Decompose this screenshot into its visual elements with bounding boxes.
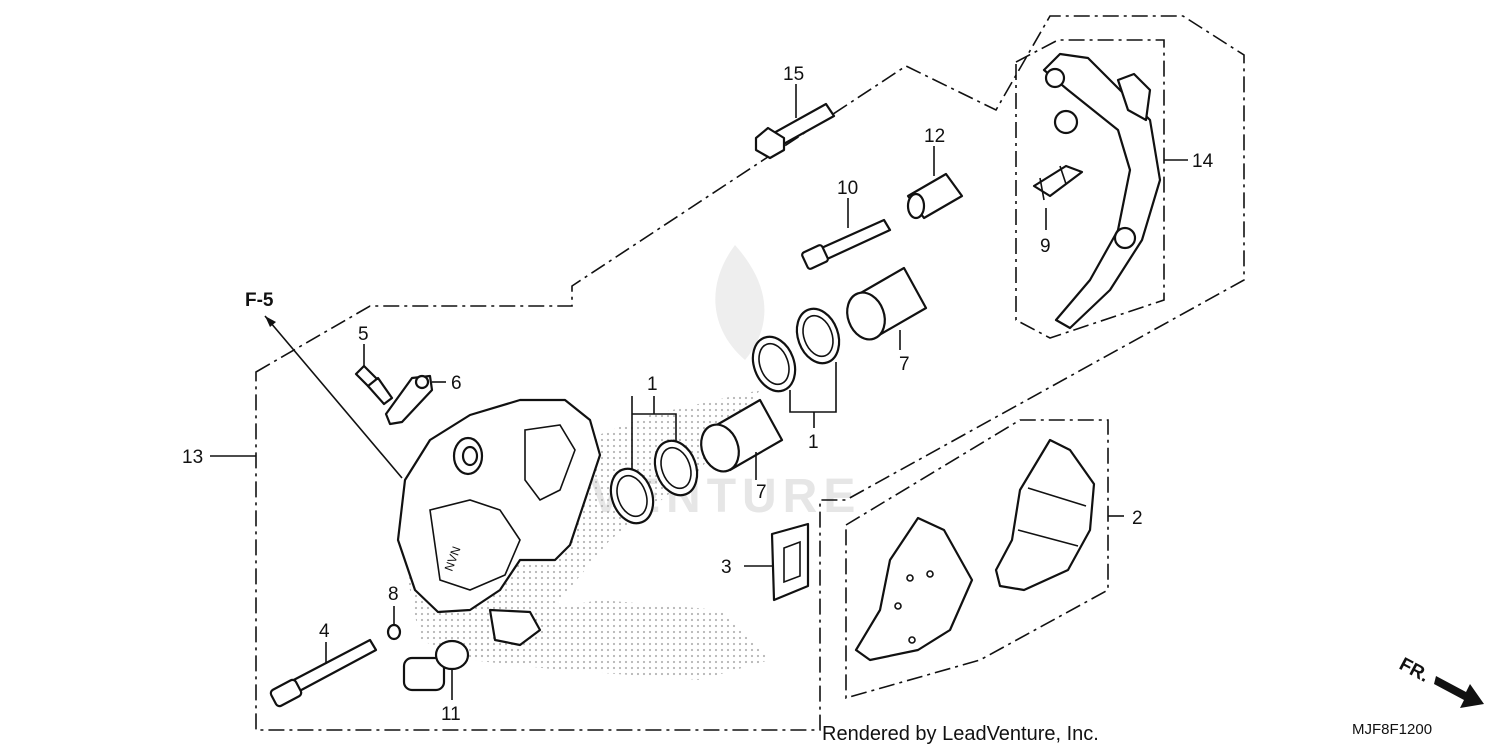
callout-1-right: 1 bbox=[808, 432, 819, 453]
callout-7-upper: 7 bbox=[899, 354, 910, 375]
bleeder-cap[interactable] bbox=[384, 374, 434, 426]
slide-pin[interactable] bbox=[801, 218, 892, 270]
caliper-pin[interactable] bbox=[402, 639, 470, 692]
callout-10: 10 bbox=[837, 178, 858, 199]
bracket-boundary bbox=[1015, 39, 1165, 339]
brake-pad-rear[interactable] bbox=[994, 438, 1096, 592]
piston-seal-set-left[interactable] bbox=[604, 435, 705, 529]
callout-13: 13 bbox=[182, 447, 203, 468]
diagram-code: MJF8F1200 bbox=[1352, 721, 1432, 738]
callout-12: 12 bbox=[924, 126, 945, 147]
f5-pointer-line bbox=[264, 315, 403, 479]
pin-boot[interactable] bbox=[906, 172, 964, 220]
pad-spring[interactable] bbox=[770, 522, 810, 602]
pin-bolt[interactable] bbox=[269, 638, 378, 708]
front-arrow-icon bbox=[1434, 676, 1484, 708]
caliper-bracket[interactable] bbox=[1042, 52, 1162, 330]
brake-pad-front[interactable] bbox=[854, 516, 974, 662]
callout-4: 4 bbox=[319, 621, 330, 642]
piston-seal-set-right[interactable] bbox=[746, 303, 847, 397]
front-direction-indicator: FR. bbox=[1396, 654, 1484, 708]
bleeder-screw[interactable] bbox=[354, 364, 394, 406]
washer[interactable] bbox=[386, 623, 402, 641]
callout-11: 11 bbox=[441, 704, 461, 725]
callout-8: 8 bbox=[388, 584, 399, 605]
pad-set-boundary bbox=[845, 419, 1109, 700]
f5-reference-label: F-5 bbox=[245, 290, 274, 311]
leader-lines bbox=[210, 84, 1188, 700]
piston-lower[interactable] bbox=[695, 398, 784, 477]
caliper-body[interactable]: NVN bbox=[396, 398, 602, 647]
mounting-bolt[interactable] bbox=[754, 102, 836, 160]
callout-3: 3 bbox=[721, 557, 732, 578]
callout-5: 5 bbox=[358, 324, 369, 345]
callout-9: 9 bbox=[1040, 236, 1051, 257]
callout-14: 14 bbox=[1192, 151, 1214, 172]
callout-2: 2 bbox=[1132, 508, 1143, 529]
callout-6: 6 bbox=[451, 373, 462, 394]
watermark-flame-icon bbox=[715, 245, 765, 360]
piston-upper[interactable] bbox=[841, 266, 928, 345]
caliper-assembly-boundary bbox=[255, 15, 1245, 731]
callout-1-left: 1 bbox=[647, 374, 658, 395]
credit-text: Rendered by LeadVenture, Inc. bbox=[822, 723, 1099, 745]
front-label: FR. bbox=[1396, 654, 1433, 687]
f5-arrowhead-icon bbox=[265, 316, 276, 327]
callout-7-lower: 7 bbox=[756, 482, 767, 503]
callout-labels: 15 12 10 14 9 5 6 13 1 1 7 7 2 3 8 4 11 bbox=[182, 64, 1214, 725]
callout-15: 15 bbox=[783, 64, 804, 85]
pad-retainer-clip[interactable] bbox=[1032, 164, 1084, 201]
